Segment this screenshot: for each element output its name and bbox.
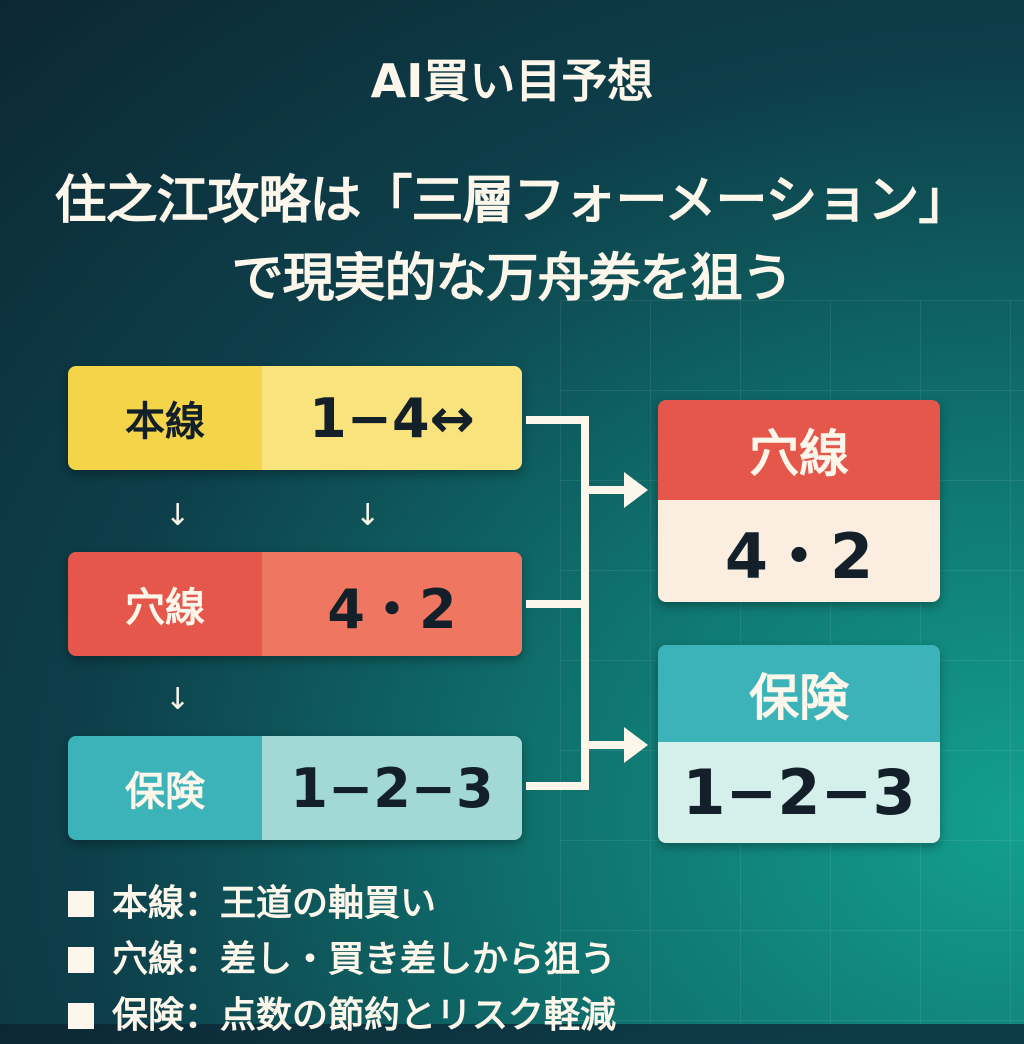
header-label: AI買い目予想 <box>370 54 654 108</box>
legend-item: 穴線：差し・買き差しから狙う <box>68 932 616 988</box>
card-value: 1−2−3 <box>658 742 940 843</box>
legend-item: 保険：点数の節約とリスク軽減 <box>68 988 616 1044</box>
card-value: 4・2 <box>658 500 940 602</box>
row-label: 保険 <box>68 736 262 840</box>
row-main: 本線 1−4↔ <box>68 366 522 470</box>
legend-item: 本線：王道の軸買い <box>68 876 616 932</box>
square-bullet-icon <box>68 947 94 973</box>
page-title-line2: で現実的な万舟券を狙う <box>231 249 793 309</box>
card-label: 穴線 <box>658 400 940 500</box>
square-bullet-icon <box>68 1003 94 1029</box>
row-label: 本線 <box>68 366 262 470</box>
page-title-line1: 住之江攻略は「三層フォーメーション」 <box>54 171 971 231</box>
card-label: 保険 <box>658 645 940 742</box>
arrow-down-icon: ↓ <box>165 682 191 717</box>
row-hole: 穴線 4・2 <box>68 552 522 656</box>
arrow-down-icon: ↓ <box>165 498 191 533</box>
legend-list: 本線：王道の軸買い 穴線：差し・買き差しから狙う 保険：点数の節約とリスク軽減 <box>68 876 616 1044</box>
arrow-right-icon <box>624 472 648 508</box>
row-insurance: 保険 1−2−3 <box>68 736 522 840</box>
card-insurance: 保険 1−2−3 <box>658 645 940 843</box>
row-label: 穴線 <box>68 552 262 656</box>
square-bullet-icon <box>68 891 94 917</box>
card-hole: 穴線 4・2 <box>658 400 940 602</box>
row-value: 1−4↔ <box>262 366 522 470</box>
arrow-down-icon: ↓ <box>355 498 381 533</box>
arrow-right-icon <box>624 727 648 763</box>
row-value: 1−2−3 <box>262 736 522 840</box>
row-value: 4・2 <box>262 552 522 656</box>
